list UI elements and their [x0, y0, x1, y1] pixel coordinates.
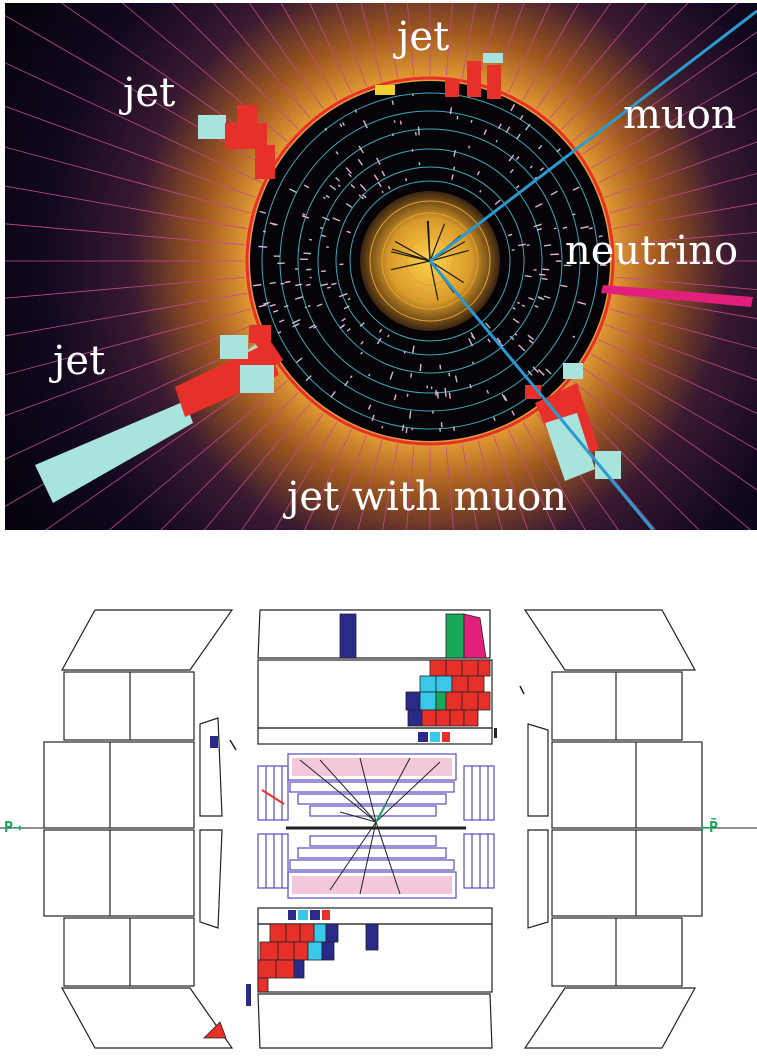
- left-forward-tracker-lower: [258, 834, 288, 888]
- hit-mark: [457, 116, 458, 119]
- hit-mark: [449, 392, 450, 398]
- left-endplug-hit: [210, 736, 218, 748]
- central-upper-plate: [258, 728, 492, 744]
- deposit-lowleft-jet-4: [249, 325, 271, 343]
- hit-mark: [320, 228, 323, 229]
- hit-mark: [327, 287, 330, 288]
- hit-mark: [382, 426, 383, 428]
- left-upper-block: [64, 672, 194, 740]
- upper-calorimeter-deposits: [340, 614, 497, 742]
- side-view-detector: P→ ←P̄: [0, 590, 757, 1056]
- beam-label-proton: P→: [4, 818, 22, 836]
- hit-mark: [539, 274, 545, 275]
- label-jet-with-muon: jet with muon: [287, 477, 567, 517]
- deposit-lowleft-jet-3: [240, 365, 274, 393]
- label-jet-left: jet: [123, 73, 175, 113]
- hit-mark: [308, 306, 310, 307]
- hit-mark: [418, 127, 419, 136]
- beam-label-antiproton: ←P̄: [700, 818, 718, 836]
- right-upper-block: [552, 672, 682, 740]
- right-lower-block: [552, 918, 682, 986]
- left-forward-tracker-upper: [258, 766, 288, 820]
- hit-mark: [273, 224, 277, 225]
- hit-mark: [394, 120, 395, 122]
- red-track: [262, 790, 284, 804]
- deposit-lowleft-jet-2: [220, 335, 248, 359]
- hit-mark: [573, 214, 576, 215]
- hit-mark: [473, 362, 474, 364]
- hit-mark: [270, 283, 276, 284]
- label-jet-top: jet: [397, 17, 449, 57]
- hit-mark: [542, 269, 549, 270]
- left-mid-upper-block: [44, 742, 194, 828]
- hit-mark: [542, 278, 548, 279]
- deposit-left-jet-6: [255, 145, 275, 179]
- hit-mark: [392, 100, 393, 104]
- deposit-top-jet-4: [445, 79, 459, 97]
- lower-hit-band: [292, 876, 452, 894]
- green-track: [376, 804, 386, 822]
- hit-mark: [496, 140, 497, 142]
- right-mid-upper-block: [552, 742, 702, 828]
- hit-mark: [449, 373, 450, 376]
- deposit-left-jet-5: [237, 105, 257, 123]
- hit-mark: [411, 373, 412, 377]
- hit-mark: [469, 146, 470, 148]
- right-bottom-chamber: [525, 988, 695, 1048]
- hit-mark: [471, 120, 472, 123]
- left-top-chamber: [62, 610, 232, 670]
- deposit-left-jet-3: [198, 115, 226, 139]
- hit-mark: [382, 191, 383, 193]
- deposit-top-jet-3: [487, 65, 501, 99]
- lower-calorimeter-deposits: [204, 910, 378, 1038]
- right-mid-lower-block: [552, 830, 702, 916]
- label-neutrino: neutrino: [565, 231, 738, 271]
- deposit-jetmuon-cyan-3: [563, 363, 583, 379]
- hit-mark: [258, 246, 267, 247]
- right-forward-tracker-lower: [464, 834, 494, 888]
- hit-mark: [406, 178, 407, 181]
- side-view-canvas: [0, 590, 757, 1056]
- hit-mark: [305, 307, 307, 308]
- left-endplug-lower: [200, 830, 222, 928]
- hit-mark: [321, 235, 325, 236]
- right-top-chamber: [525, 610, 695, 670]
- hit-mark: [406, 428, 407, 433]
- hit-mark: [454, 426, 455, 430]
- hit-mark: [306, 284, 311, 285]
- hit-mark: [544, 245, 551, 246]
- hit-mark: [303, 214, 306, 215]
- left-endplug-upper: [200, 718, 222, 816]
- deposit-top-yellow: [375, 85, 395, 95]
- central-bottom-chamber: [258, 994, 492, 1048]
- side-tracks: [300, 758, 440, 894]
- label-muon: muon: [623, 95, 737, 135]
- left-mid-lower-block: [44, 830, 194, 916]
- right-endplug-lower: [528, 830, 548, 928]
- left-bottom-chamber: [62, 988, 232, 1048]
- hit-mark: [404, 351, 405, 354]
- hit-mark: [454, 167, 455, 170]
- hit-mark: [450, 107, 451, 114]
- transverse-event-display: jet jet muon neutrino jet jet with muon: [5, 3, 757, 530]
- deposit-top-jet-1: [467, 61, 481, 97]
- hit-mark: [285, 282, 291, 283]
- hit-mark: [554, 228, 556, 229]
- hit-mark: [420, 364, 421, 371]
- label-jet-lower-left: jet: [53, 341, 105, 381]
- hit-mark: [392, 133, 393, 136]
- right-forward-tracker-upper: [464, 766, 494, 820]
- deposit-top-jet-2: [483, 53, 503, 63]
- hit-mark: [400, 121, 401, 125]
- hit-mark: [281, 283, 285, 284]
- left-lower-block: [64, 918, 194, 986]
- right-endplug-upper: [528, 724, 548, 816]
